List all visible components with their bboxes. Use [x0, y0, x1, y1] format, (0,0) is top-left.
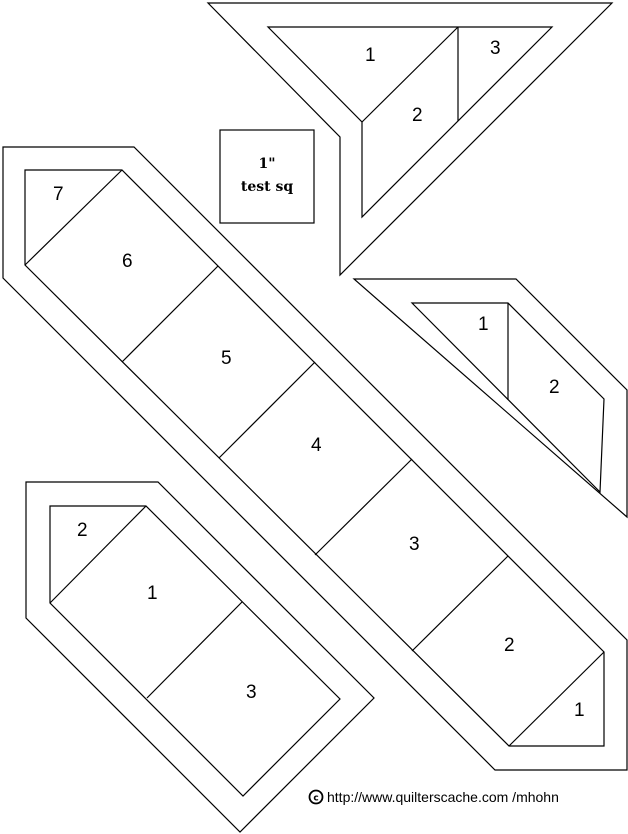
long-strip-label-4: 4 [311, 435, 322, 456]
long-strip-seam-3 [218, 361, 316, 459]
long-strip-seam-4 [314, 458, 413, 556]
test-square-name-label: test sq [241, 179, 293, 195]
top-triangle-label-1: 1 [365, 45, 376, 66]
long-strip-label-6: 6 [122, 251, 133, 272]
long-strip-seam-1 [24, 169, 123, 266]
long-strip-piece: 7 6 5 4 3 2 1 [2, 146, 628, 771]
right-triangle-label-2: 2 [549, 377, 560, 398]
copyright-symbol: c [313, 794, 318, 804]
long-strip-seam-6 [508, 651, 605, 747]
long-strip-seam-2 [121, 265, 219, 363]
right-triangle-label-1: 1 [478, 314, 489, 335]
small-strip-seam-2 [146, 601, 243, 699]
copyright-icon [308, 789, 324, 805]
test-square: 1" test sq [219, 129, 315, 224]
small-strip-seam-1 [49, 505, 147, 604]
long-strip-label-2: 2 [504, 635, 515, 656]
small-strip-label-1: 1 [147, 583, 158, 604]
top-triangle-label-2: 2 [412, 105, 423, 126]
small-strip-piece: 2 1 3 [25, 481, 375, 833]
right-triangle-outer-outline [352, 278, 628, 519]
long-strip-label-1: 1 [574, 700, 585, 721]
small-strip-label-3: 3 [246, 682, 257, 703]
long-strip-label-3: 3 [409, 534, 420, 555]
top-triangle-seam-a [361, 26, 459, 123]
small-strip-inner-outline [49, 505, 341, 797]
long-strip-label-7: 7 [53, 184, 64, 205]
long-strip-seam-5 [411, 555, 509, 652]
top-triangle-label-3: 3 [490, 38, 501, 59]
credit-url[interactable]: http://www.quilterscache.com /mhohn [327, 789, 559, 805]
credit-line: c http://www.quilterscache.com /mhohn [308, 789, 559, 805]
right-triangle-piece: 1 2 [352, 278, 628, 519]
test-square-box [219, 129, 315, 224]
small-strip-label-2: 2 [77, 520, 88, 541]
top-triangle-piece: 1 2 3 [206, 2, 614, 277]
long-strip-label-5: 5 [221, 348, 232, 369]
test-square-size-label: 1" [258, 156, 275, 172]
